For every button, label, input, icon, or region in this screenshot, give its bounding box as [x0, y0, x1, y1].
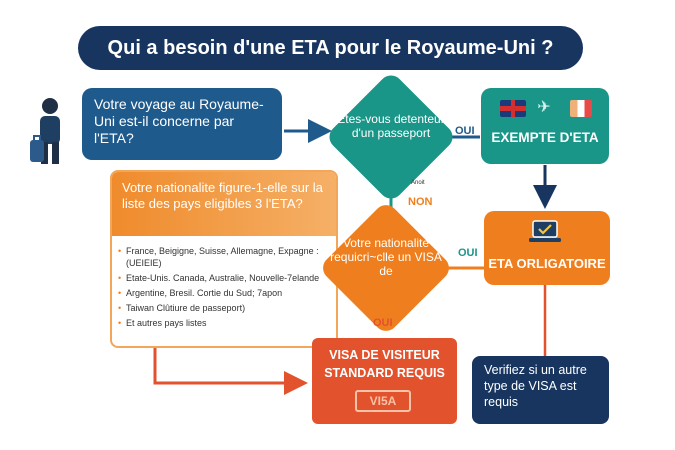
list-item: Taiwan Clûtiure de passeport) — [118, 302, 336, 314]
plane-icon: ✈ — [537, 99, 551, 116]
laptop-check-icon — [529, 220, 561, 242]
nationality-question: Votre nationalite figure-1-elle sur la l… — [112, 172, 336, 236]
verify-visa-box: Verifiez si un autre type de VISA est re… — [472, 356, 609, 424]
nationality-list: France, Beigigne, Suisse, Allemagne, Exp… — [118, 245, 336, 345]
france-flag-icon — [570, 100, 592, 117]
visitor-visa-box — [312, 338, 457, 424]
voyage-question-box: Votre voyage au Royaume-Uni est-il conce… — [82, 88, 282, 160]
exempt-label: EXEMPTE D'ETA — [491, 130, 599, 145]
label-non: NON — [408, 196, 433, 208]
page-title: Qui a besoin d'une ETA pour le Royaume-U… — [78, 26, 583, 70]
label-oui-visitor: OUI — [373, 317, 393, 329]
traveler-icon — [30, 98, 60, 164]
list-item: Argentine, Bresil. Cortie du Sud; 7apon — [118, 287, 336, 299]
list-item: Et autres pays listes — [118, 317, 336, 329]
uk-flag-icon — [500, 100, 526, 117]
arrow-nationality-to-visa — [153, 348, 308, 395]
label-oui-passport: OUI — [455, 125, 475, 137]
eta-required-label: ETA ORLIGATOIRE — [488, 256, 606, 271]
label-oui-visa: OUI — [458, 247, 478, 259]
list-item: Etate-Unis. Canada, Australie, Nouvelle-… — [118, 272, 336, 284]
list-item: France, Beigigne, Suisse, Allemagne, Exp… — [118, 245, 336, 269]
visa-stamp: VI5A — [355, 390, 411, 412]
passport-decision-text: Etes-vous detenteur d'un passeport — [337, 112, 445, 140]
small-note: Anoit — [411, 180, 425, 186]
visitor-visa-label: VISA DE VISITEUR STANDARD REQUIS — [324, 348, 445, 380]
visa-decision-text: Votre nationalite requicri~clle un VISA … — [330, 236, 442, 278]
